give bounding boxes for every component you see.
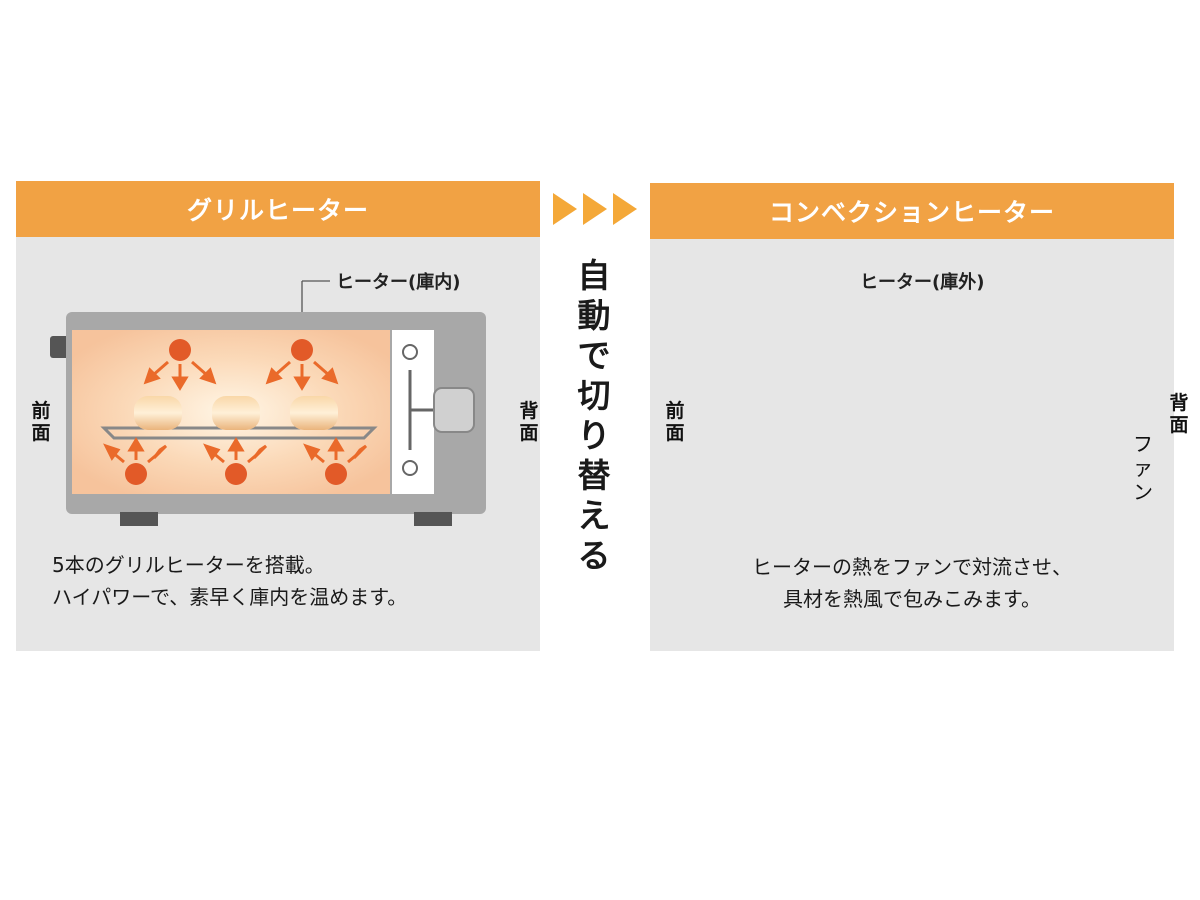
left-bottom-heater-2-icon <box>225 463 247 485</box>
left-bread-1 <box>134 396 182 430</box>
right-back-label: 背面 <box>1169 392 1189 436</box>
convection-heater-caption: ヒーターの熱をファンで対流させ、 具材を熱風で包みこみます。 <box>650 551 1174 615</box>
auto-switch-text: 自動で切り替える <box>577 256 611 575</box>
left-bottom-heater-3-icon <box>325 463 347 485</box>
convection-heater-panel: コンベクションヒーター ヒーターの熱をファンで対流させ、 具材を熱風で包みこみま… <box>650 183 1174 651</box>
left-back-label: 背面 <box>519 400 539 444</box>
left-bread-3 <box>290 396 338 430</box>
left-top-heater-1-icon <box>169 339 191 361</box>
auto-switch-label: 自動で切り替える <box>566 256 622 576</box>
right-heater-label: ヒーター(庫外) <box>860 272 985 293</box>
convection-caption-line2: 具材を熱風で包みこみます。 <box>783 587 1041 611</box>
fan-label: ファン <box>1133 432 1153 504</box>
left-heater-label: ヒーター(庫内) <box>336 272 461 293</box>
left-bread-2 <box>212 396 260 430</box>
left-fan-motor <box>433 387 475 433</box>
left-top-heater-2-icon <box>291 339 313 361</box>
right-front-label: 前面 <box>665 400 685 444</box>
convection-caption-line1: ヒーターの熱をファンで対流させ、 <box>752 555 1072 579</box>
grill-heater-title: グリルヒーター <box>16 181 540 237</box>
grill-heater-caption: 5本のグリルヒーターを搭載。 ハイパワーで、素早く庫内を温めます。 <box>52 549 407 613</box>
left-bottom-heater-1-icon <box>125 463 147 485</box>
convection-heater-title: コンベクションヒーター <box>650 183 1174 239</box>
chevron-arrow-2-icon <box>583 193 607 225</box>
grill-caption-line2: ハイパワーで、素早く庫内を温めます。 <box>52 585 408 609</box>
left-front-label: 前面 <box>31 400 51 444</box>
chevron-arrow-1-icon <box>553 193 577 225</box>
chevron-arrow-3-icon <box>613 193 637 225</box>
grill-caption-line1: 5本のグリルヒーターを搭載。 <box>52 553 325 577</box>
